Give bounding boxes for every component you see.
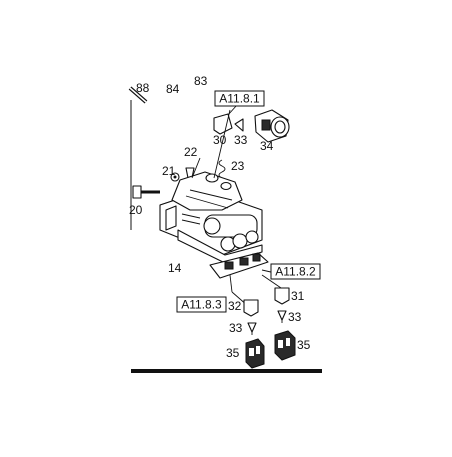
svg-text:A11.8.3: A11.8.3 [181, 298, 222, 312]
label-21: 21 [162, 164, 176, 178]
label-32: 32 [228, 299, 242, 313]
part-number-labels: 88 84 83 30 33 34 22 21 23 20 14 31 33 3… [129, 74, 311, 360]
connector-part-33-left [247, 322, 257, 335]
label-22: 22 [184, 145, 198, 159]
label-83: 83 [194, 74, 208, 88]
label-84: 84 [166, 82, 180, 96]
cylinder-row [203, 214, 259, 252]
plug-part-35-left [245, 338, 265, 369]
sensor-part-30 [213, 113, 233, 135]
reference-box-a11-8-1: A11.8.1 [214, 90, 265, 107]
connector-part-33-right [277, 310, 287, 323]
label-14: 14 [168, 261, 182, 275]
label-33-top: 33 [234, 133, 248, 147]
svg-text:A11.8.1: A11.8.1 [219, 92, 260, 106]
reference-box-a11-8-2: A11.8.2 [270, 263, 321, 280]
label-35-right: 35 [297, 338, 311, 352]
label-88: 88 [136, 81, 150, 95]
label-35-left: 35 [226, 346, 240, 360]
plug-part-35-right [274, 330, 296, 361]
bolt-part-20 [132, 185, 160, 199]
bottom-rule [131, 369, 322, 373]
label-31: 31 [291, 289, 305, 303]
label-23: 23 [231, 159, 245, 173]
valve-block-part-14 [159, 171, 269, 279]
connector-part-33-top [234, 118, 244, 132]
label-20: 20 [129, 203, 143, 217]
label-33-left: 33 [229, 321, 243, 335]
connector-part-32 [243, 299, 259, 317]
pin-part-88 [128, 86, 148, 104]
label-34: 34 [260, 139, 274, 153]
plug-part-34 [254, 109, 290, 143]
label-33-right: 33 [288, 310, 302, 324]
reference-box-a11-8-3: A11.8.3 [176, 296, 227, 313]
label-30: 30 [213, 133, 227, 147]
bolt-part-21 [170, 172, 180, 182]
svg-text:A11.8.2: A11.8.2 [275, 265, 316, 279]
spring-clip-part-23 [218, 159, 226, 179]
connector-part-31 [274, 287, 290, 305]
